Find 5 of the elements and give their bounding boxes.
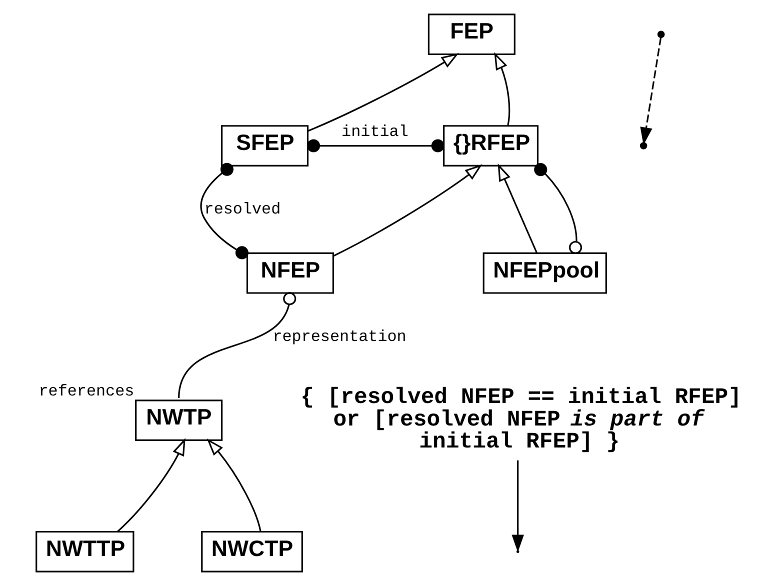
edge-label: resolved [204, 200, 280, 218]
edge-label: representation [272, 328, 406, 346]
edge-label: initial [341, 123, 408, 142]
node-text: { [resolved NFEP == initial RFEP] or [resolved NFEP is part of initial RFEP] } [300, 384, 742, 455]
node-label: references [38, 382, 134, 401]
